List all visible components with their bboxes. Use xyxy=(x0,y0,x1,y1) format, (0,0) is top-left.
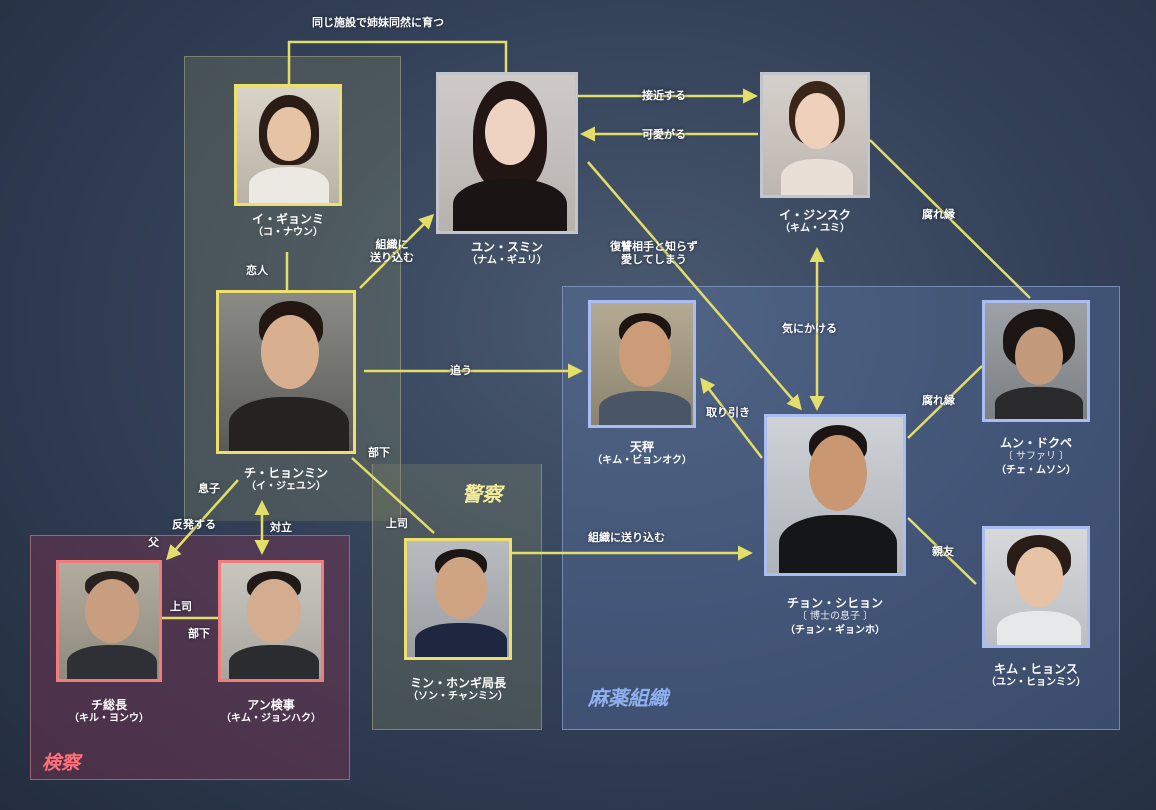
line-subordinate1 xyxy=(351,457,435,534)
rel-subordinate1: 部下 xyxy=(368,446,390,459)
rel-cherish: 可愛がる xyxy=(642,128,686,141)
photo-ijinsuku xyxy=(760,72,870,198)
rel-rotten2: 腐れ縁 xyxy=(922,394,955,407)
rel-rebel: 反発する xyxy=(172,518,216,531)
line-rotten2 xyxy=(907,365,983,439)
line-friend xyxy=(907,517,977,585)
photo-chisocho xyxy=(56,560,162,682)
line-deal xyxy=(700,377,763,459)
photo-kimhyonsu xyxy=(982,526,1090,648)
name-igyonmi: イ・ギョンミ （コ・ナウン） xyxy=(251,212,325,238)
rel-boss1: 上司 xyxy=(386,517,408,530)
photo-chihyonmin xyxy=(216,290,356,454)
photo-mundokupe xyxy=(982,300,1090,422)
name-chisocho: チ総長 （キル・ヨンウ） xyxy=(69,698,149,724)
rel-revenge: 復讐相手と知らず愛してしまう xyxy=(610,240,698,266)
rel-friend: 親友 xyxy=(932,545,954,558)
name-ijinsuku: イ・ジンスク （キム・ユミ） xyxy=(779,208,851,234)
line-revenge xyxy=(587,161,802,411)
rel-approach: 接近する xyxy=(642,89,686,102)
name-ankenji: アン検事 （キム・ジョンハク） xyxy=(221,698,321,724)
rel-son: 息子 xyxy=(198,482,220,495)
photo-yunsumin xyxy=(436,72,578,234)
rel-rotten1: 腐れ縁 xyxy=(922,208,955,221)
photo-igyonmi xyxy=(234,84,342,206)
line-sisters xyxy=(287,40,508,84)
rel-chase: 追う xyxy=(450,364,472,377)
name-chonshihyon: チョン・シヒョン 〔 博士の息子 〕 （チョン・ギョンホ） xyxy=(785,596,885,636)
photo-minhongi xyxy=(404,538,512,660)
group-label-prosecution: 検察 xyxy=(42,752,81,774)
name-chihyonmin: チ・ヒョンミン （イ・ジェユン） xyxy=(243,466,329,492)
rel-worry: 気にかける xyxy=(782,322,837,335)
group-label-drug: 麻薬組織 xyxy=(588,686,668,710)
rel-infiltrate2: 組織に送り込む xyxy=(588,531,665,544)
name-tenbin: 天秤 （キム・ビョンオク） xyxy=(592,440,692,466)
rel-lover: 恋人 xyxy=(246,264,268,277)
rel-sisters: 同じ施設で姉妹同然に育つ xyxy=(312,16,444,29)
photo-tenbin xyxy=(588,300,696,428)
photo-chonshihyon xyxy=(764,414,906,576)
rel-oppose: 対立 xyxy=(270,521,292,534)
name-mundokupe: ムン・ドクペ 〔 サファリ 〕 （チェ・ムソン） xyxy=(996,436,1076,476)
rel-infiltrate1: 組織に送り込む xyxy=(370,238,414,264)
line-rotten1 xyxy=(869,139,1031,299)
rel-subordinate2: 部下 xyxy=(188,627,210,640)
line-infiltrate1 xyxy=(359,213,435,289)
name-minhongi: ミン・ホンギ局長 （ソン・チャンミン） xyxy=(408,676,508,702)
rel-boss2: 上司 xyxy=(170,600,192,613)
rel-father: 父 xyxy=(148,536,159,549)
name-yunsumin: ユン・スミン （ナム・ギュリ） xyxy=(467,240,547,266)
photo-ankenji xyxy=(218,560,324,682)
name-kimhyonsu: キム・ヒョンス （ユン・ヒョンミン） xyxy=(986,662,1086,688)
line-son-rebel xyxy=(165,479,239,561)
rel-deal: 取り引き xyxy=(706,406,750,419)
group-label-police: 警察 xyxy=(462,482,502,506)
